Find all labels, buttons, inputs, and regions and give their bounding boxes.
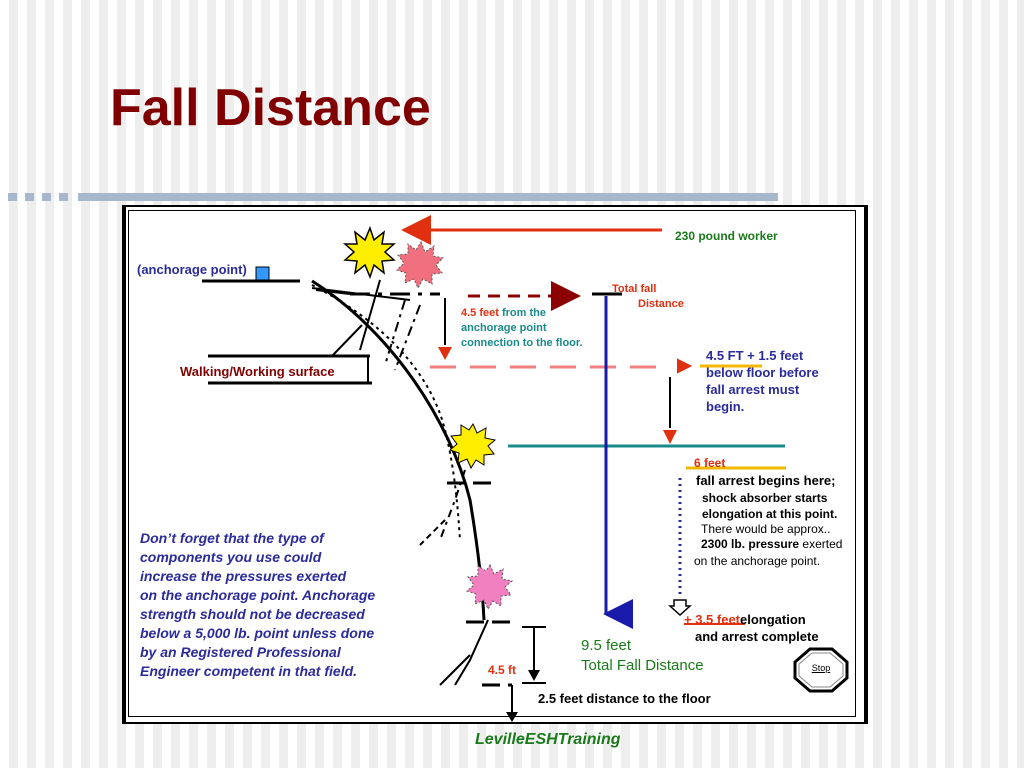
arrest-complete-label: and arrest complete [695,629,819,644]
slide-title: Fall Distance [110,79,431,137]
arrow-down-icon [438,298,452,360]
from-anchor-text-2: anchorage point [461,322,547,334]
stop-octagon-icon [793,647,849,693]
walking-surface-label: Walking/Working surface [180,364,335,379]
total-distance-text: Total Fall Distance [581,657,704,674]
total-distance-value: 9.5 feet [581,637,632,654]
shock-line-1: shock absorber starts [702,491,828,505]
arrow-down-icon [663,377,677,444]
total-fall-label-line1: Total fall [612,283,657,295]
arrest-begins-label: fall arrest begins here; [696,473,836,488]
pressure-value: 2300 lb. pressure [701,537,800,551]
pressure-suffix: exerted [802,537,843,551]
from-anchor-text-3: connection to the floor. [461,337,583,349]
floor-distance-arrow [506,685,518,722]
below-floor-line-3: fall arrest must [706,382,800,397]
below-floor-line-2: below floor before [706,365,819,380]
elongation-value: + 3.5 feet [684,612,741,627]
anchorage-strength-note: Don’t forget that the type of components… [140,530,376,679]
shock-line-2: elongation at this point. [702,507,838,521]
walking-surface [208,354,372,385]
star-burst-icon [396,240,445,290]
worker-label: 230 pound worker [675,229,778,243]
below-floor-line-4: begin. [706,399,745,414]
arrow-right-icon [677,358,693,374]
below-floor-label: 4.5 FT + 1.5 feet below floor before fal… [706,347,819,415]
from-anchor-value: 4.5 feet [461,307,499,319]
pressure-line-2: on the anchorage point. [694,554,821,568]
total-distance-label: 9.5 feet Total Fall Distance [581,636,704,676]
footer-brand: LevilleESHTraining [475,731,621,748]
elongation-word: elongation [740,612,806,627]
title-rule [78,193,778,201]
lower-bracket [522,626,546,684]
arrow-down-icon [668,599,692,617]
four-five-ft-label: 4.5 ft [488,663,517,677]
elongation-label: + 3.5 feetelongation [684,612,806,627]
below-floor-line-1: 4.5 FT + 1.5 feet [706,348,804,363]
floor-distance-label: 2.5 feet distance to the floor [538,691,711,706]
approx-label: There would be approx.. [701,522,831,536]
diagram-frame-inner [128,210,856,717]
star-burst-icon [449,422,497,470]
stop-label: Stop [811,663,831,673]
anchorage-label: (anchorage point) [137,262,247,277]
shock-absorber-label: shock absorber starts elongation at this… [702,490,837,522]
pressure-label: 2300 lb. pressure exerted [701,537,842,552]
stop-button[interactable]: Stop [793,647,849,693]
from-anchor-text-1: from the [501,307,546,319]
from-anchor-label: 4.5 feet from the anchorage point connec… [461,306,583,351]
total-fall-label-line2: Distance [638,298,684,310]
anchorage-point-icon [255,266,270,281]
star-burst-icon [466,563,514,611]
anchorage-surface [202,266,300,283]
star-burst-icon [343,225,396,280]
six-feet-label: 6 feet [694,456,726,470]
diagram-frame [122,205,868,724]
